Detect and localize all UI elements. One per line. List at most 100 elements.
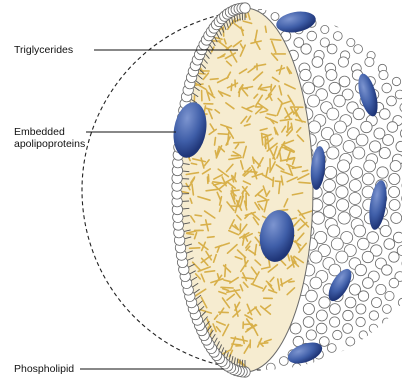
phospholipid-head — [363, 278, 374, 289]
phospholipid-head — [391, 213, 402, 224]
phospholipid-head — [343, 310, 353, 320]
phospholipid-head — [271, 13, 279, 21]
phospholipid-head — [395, 90, 402, 99]
phospholipid-head — [338, 57, 348, 67]
triglyceride-chain — [208, 237, 215, 238]
phospholipid-head — [358, 291, 368, 301]
phospholipid-head — [323, 179, 335, 191]
phospholipid-head — [353, 147, 365, 159]
phospholipid-head — [303, 317, 314, 328]
phospholipid-head — [308, 95, 320, 107]
phospholipid-head — [333, 32, 342, 41]
phospholipid-head — [359, 331, 367, 339]
phospholipid-head — [293, 363, 302, 372]
phospholipid-head — [338, 160, 350, 172]
phospholipid-head — [310, 277, 322, 289]
phospholipid-head — [390, 161, 401, 172]
phospholipid-head — [396, 141, 402, 151]
phospholipid-head — [341, 350, 349, 358]
phospholipid-head — [331, 238, 343, 250]
phospholipid-head — [290, 323, 301, 334]
triglyceride-chain — [231, 84, 232, 90]
phospholipid-head — [353, 108, 364, 119]
phospholipid-head — [343, 324, 353, 334]
phospholipid-head — [377, 167, 388, 178]
phospholipid-head — [312, 212, 324, 224]
phospholipid-head — [330, 317, 340, 327]
phospholipid-head — [327, 147, 339, 159]
phospholipid-head — [301, 44, 311, 54]
phospholipid-head — [360, 32, 368, 40]
phospholipid-head — [384, 239, 395, 250]
phospholipid-head — [306, 290, 318, 302]
phospholipid-head — [385, 291, 394, 300]
triglyceride-chain — [201, 224, 211, 225]
phospholipid-head — [334, 19, 342, 27]
phospholipid-head — [303, 303, 314, 314]
phospholipid-head — [387, 122, 398, 133]
phospholipid-head — [354, 45, 363, 54]
phospholipid-head — [279, 357, 288, 366]
triglyceride-chain — [195, 215, 201, 216]
phospholipid-head — [398, 298, 402, 306]
phospholipid-head — [383, 305, 392, 314]
triglyceride-chain — [265, 138, 266, 149]
phospholipid-head — [380, 225, 391, 236]
triglyceride-chain — [261, 343, 268, 344]
phospholipid-head — [330, 134, 342, 146]
phospholipid-head — [327, 344, 336, 353]
phospholipid-head — [303, 82, 315, 94]
phospholipid-head — [338, 212, 350, 224]
cut-surface — [172, 3, 313, 377]
phospholipid-head — [354, 225, 366, 237]
triglyceride-chain — [265, 26, 266, 32]
label-apolipoproteins-line2: apolipoproteins — [14, 138, 85, 150]
phospholipid-head — [389, 200, 400, 211]
triglyceride-chain — [218, 134, 228, 135]
phospholipid-head — [379, 70, 388, 79]
phospholipid-head — [369, 141, 380, 152]
triglyceride-chain — [240, 224, 241, 231]
phospholipid-head — [308, 121, 320, 133]
phospholipid-head — [323, 192, 335, 204]
phospholipid-head — [356, 134, 368, 146]
phospholipid-head — [362, 251, 373, 262]
phospholipid-head — [356, 304, 366, 314]
triglyceride-chain — [221, 287, 233, 288]
triglyceride-chain — [242, 191, 243, 199]
triglyceride-chain — [210, 79, 218, 80]
phospholipid-head — [376, 284, 386, 294]
triglyceride-chain — [271, 85, 272, 91]
phospholipid-head — [333, 330, 342, 339]
phospholipid-head — [240, 3, 250, 13]
phospholipid-head — [319, 297, 330, 308]
triglyceride-chain — [235, 173, 236, 178]
phospholipid-head — [389, 252, 399, 262]
phospholipid-head — [387, 96, 397, 106]
phospholipid-head — [351, 167, 363, 179]
triglyceride-chain — [215, 138, 216, 146]
triglyceride-chain — [231, 190, 239, 191]
phospholipid-head — [330, 304, 341, 315]
phospholipid-head — [382, 265, 392, 275]
phospholipid-head — [356, 317, 365, 326]
phospholipid-head — [323, 205, 335, 217]
triglyceride-chain — [271, 39, 281, 40]
phospholipid-head — [307, 31, 317, 41]
phospholipid-head — [347, 38, 355, 46]
triglyceride-chain — [289, 281, 294, 282]
phospholipid-head — [382, 83, 392, 93]
phospholipid-head — [388, 186, 399, 197]
phospholipid-head — [300, 69, 311, 80]
phospholipid-head — [383, 318, 391, 326]
phospholipid-head — [313, 76, 324, 87]
phospholipid-head — [355, 264, 366, 275]
phospholipid-head — [354, 344, 362, 352]
triglyceride-chain — [273, 178, 274, 187]
phospholipid-head — [319, 364, 327, 372]
phospholipid-head — [349, 193, 361, 205]
label-phospholipid: Phospholipid — [14, 363, 74, 375]
phospholipid-head — [310, 251, 322, 263]
